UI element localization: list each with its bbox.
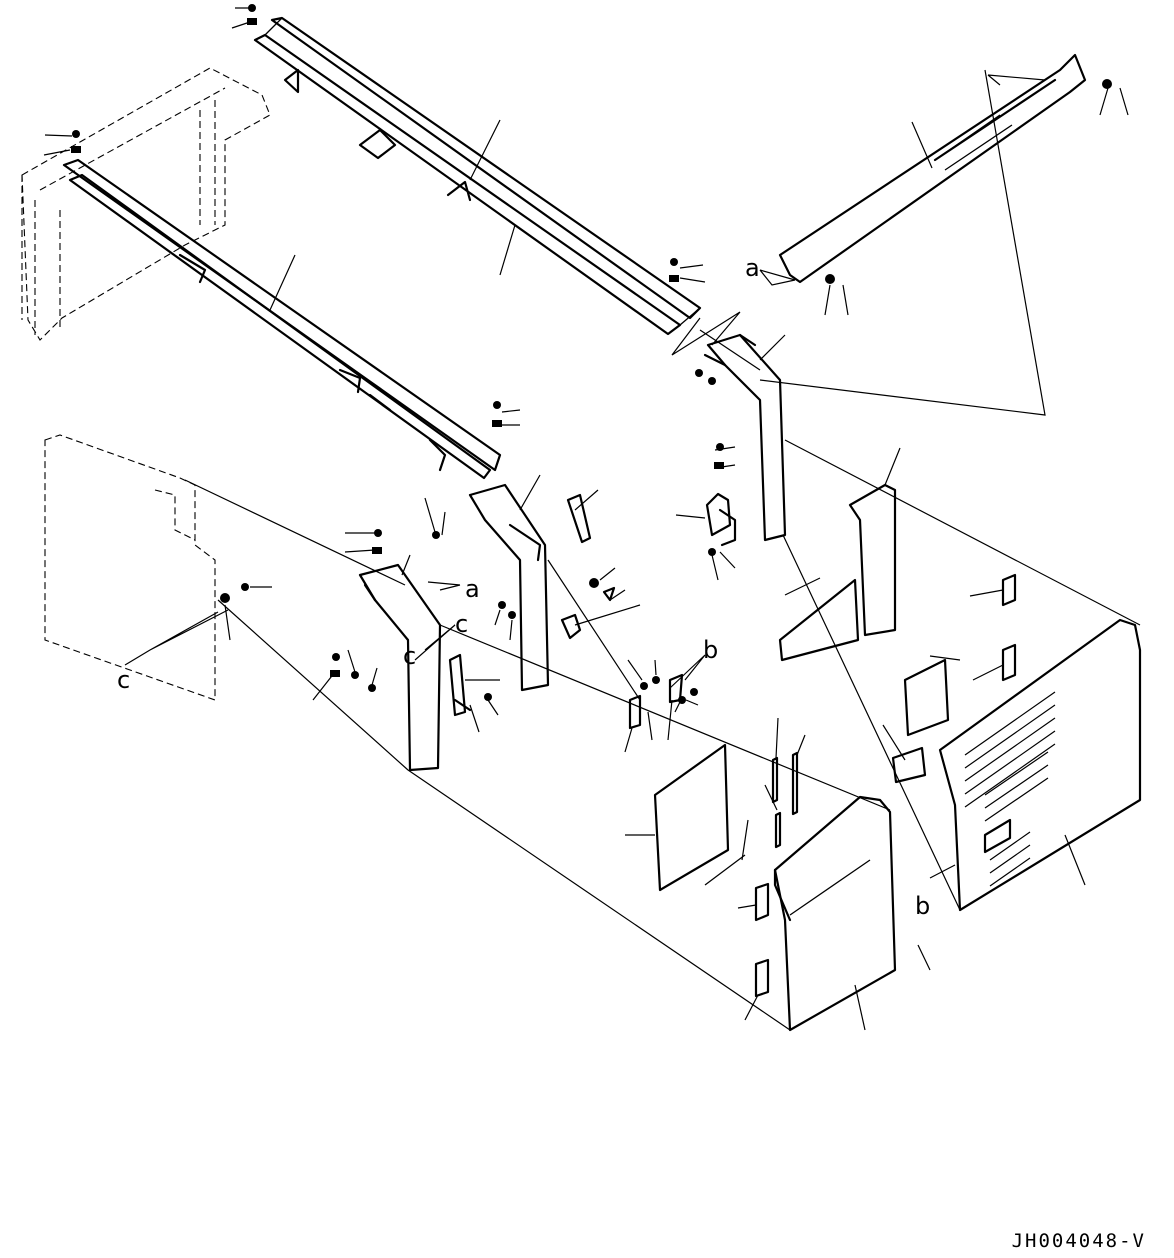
callout-c-side: c: [403, 642, 416, 670]
callout-letters: a a b b c c c: [117, 254, 930, 920]
callout-a-lower: a: [465, 575, 480, 603]
callout-c-lower: c: [117, 666, 130, 694]
rear-right-post: [703, 333, 787, 542]
front-left-post: [358, 563, 442, 772]
center-post: [468, 483, 550, 692]
fastener-group: [71, 4, 1112, 704]
front-door-panel: [773, 795, 897, 1032]
seal-strips: [704, 751, 799, 886]
ghost-side-panel: [44, 434, 216, 701]
callout-c-upper: c: [455, 610, 468, 638]
assembly-lines: [184, 69, 1141, 1031]
callout-arrows: [124, 74, 1046, 879]
front-frame-tube: [62, 158, 502, 480]
right-upper-rail: [778, 53, 1087, 284]
foam-pads: [653, 483, 950, 892]
vented-side-panel: [938, 618, 1142, 912]
callout-b-lower: b: [915, 892, 930, 920]
ghost-cab-frame: [21, 67, 271, 341]
upper-rear-rail: [253, 16, 702, 336]
part-leaders: [43, 7, 1129, 1031]
latches: [754, 573, 1017, 998]
callout-b-upper: b: [703, 636, 718, 664]
drawing-code: JH004048-V: [1011, 1230, 1146, 1252]
small-brackets: [448, 492, 737, 730]
callout-a-upper: a: [745, 254, 760, 282]
